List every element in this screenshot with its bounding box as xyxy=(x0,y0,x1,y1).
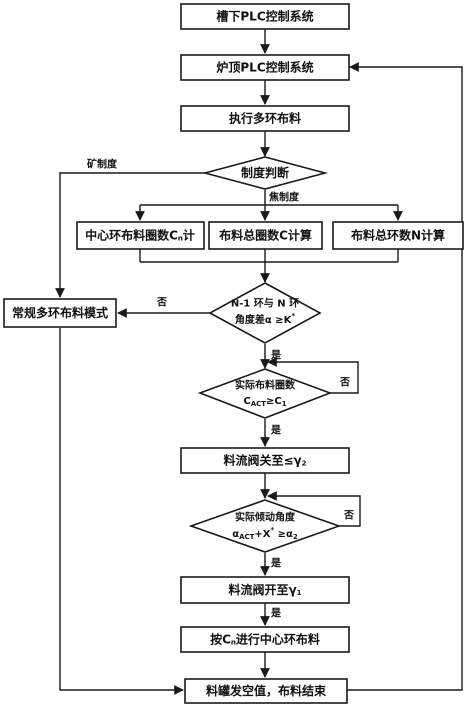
edge-label-d4-no: 否 xyxy=(343,510,354,522)
svg-text:CACT≥C1: CACT≥C1 xyxy=(243,396,286,409)
process-node-plc-top: 炉顶PLC控制系统 xyxy=(180,54,350,81)
svg-text:料罐发空值，布料结束: 料罐发空值，布料结束 xyxy=(206,683,327,698)
decision-node-regime: 制度判断 xyxy=(201,156,329,190)
svg-text:炉顶PLC控制系统: 炉顶PLC控制系统 xyxy=(216,60,313,75)
connectors xyxy=(55,29,463,695)
svg-text:按Cn进行中心环布料: 按Cn进行中心环布料 xyxy=(210,632,320,647)
edge-label-d4-yes: 是 xyxy=(270,558,281,570)
decision-node-tilt-angle: 实际倾动角度 αACT+X* ≥α2 xyxy=(188,499,342,553)
process-node-total-rings: 布料总环数N计算 xyxy=(332,221,464,250)
process-node-total-count: 布料总圈数C计算 xyxy=(208,221,323,250)
process-node-multi-ring: 执行多环布料 xyxy=(180,105,350,132)
edge-label-b5-yes: 是 xyxy=(270,608,281,620)
process-node-center-ring-distribution: 按Cn进行中心环布料 xyxy=(180,626,350,653)
edge-label-d2-yes: 是 xyxy=(270,350,281,362)
edge-label-d2-no: 否 xyxy=(156,297,167,309)
svg-text:料流阀关至≤γ2: 料流阀关至≤γ2 xyxy=(223,453,306,468)
process-node-valve-close: 料流阀关至≤γ2 xyxy=(180,447,350,474)
arrow-feedback xyxy=(347,62,463,691)
svg-text:角度差α ≥K*: 角度差α ≥K* xyxy=(235,312,295,326)
process-node-valve-open: 料流阀开至γ1 xyxy=(180,576,350,604)
svg-text:常规多环布料模式: 常规多环布料模式 xyxy=(12,305,108,320)
process-node-center-ring-count: 中心环布料圈数Cn计 xyxy=(76,221,205,250)
svg-text:实际倾动角度: 实际倾动角度 xyxy=(235,511,296,524)
arrow-ore-branch xyxy=(55,172,205,298)
process-node-end: 料罐发空值，布料结束 xyxy=(184,678,348,704)
arrow-left-b7 xyxy=(59,328,184,695)
svg-text:布料总环数N计算: 布料总环数N计算 xyxy=(351,228,445,243)
svg-text:中心环布料圈数Cn计: 中心环布料圈数Cn计 xyxy=(85,228,195,243)
arrow-d4-loop xyxy=(267,491,361,527)
svg-text:αACT+X* ≥α2: αACT+X* ≥α2 xyxy=(232,526,298,541)
svg-text:实际布料圈数: 实际布料圈数 xyxy=(235,379,296,392)
edge-label-coke: 焦制度 xyxy=(268,191,300,204)
svg-text:料流阀开至γ1: 料流阀开至γ1 xyxy=(228,582,301,597)
edge-label-ore: 矿制度 xyxy=(87,158,118,171)
decision-node-angle-difference: N-1 环与 N 环 角度差α ≥K* xyxy=(208,282,322,344)
decision-node-actual-count: 实际布料圈数 CACT≥C1 xyxy=(197,368,333,419)
svg-text:N-1 环与 N 环: N-1 环与 N 环 xyxy=(231,297,299,310)
svg-text:槽下PLC控制系统: 槽下PLC控制系统 xyxy=(216,9,313,24)
svg-text:布料总圈数C计算: 布料总圈数C计算 xyxy=(219,228,312,243)
edge-label-d3-no: 否 xyxy=(339,377,350,389)
svg-text:制度判断: 制度判断 xyxy=(241,165,289,180)
edge-label-d3-yes: 是 xyxy=(270,425,281,437)
svg-text:执行多环布料: 执行多环布料 xyxy=(229,111,301,126)
arrow-d3-loop xyxy=(267,357,359,394)
process-node-plc-trough: 槽下PLC控制系统 xyxy=(180,3,350,30)
process-node-normal-multi-ring: 常规多环布料模式 xyxy=(3,298,117,328)
